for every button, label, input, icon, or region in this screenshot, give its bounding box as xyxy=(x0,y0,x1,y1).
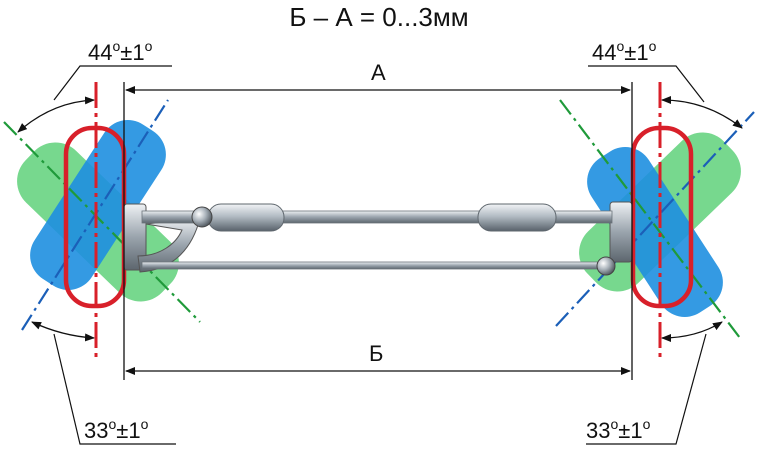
angle-arc-top-right xyxy=(661,96,743,129)
dimension-b-label: Б xyxy=(369,341,384,366)
angle-label-top-left: 44o±1o xyxy=(88,38,153,65)
right-blue-axis xyxy=(555,111,755,327)
drag-link xyxy=(141,261,609,270)
dimension-a-label: А xyxy=(371,60,386,85)
tie-rod-sleeve-right xyxy=(477,203,557,232)
ball-joint-left xyxy=(191,206,213,228)
leader-bottom-left xyxy=(53,333,176,445)
angle-arc-top-left xyxy=(17,96,95,133)
leader-bottom-right xyxy=(586,333,707,445)
angle-label-bottom-left: 33o±1o xyxy=(84,416,149,443)
tie-rod-sleeve-left xyxy=(207,203,285,232)
angle-label-top-right: 44o±1o xyxy=(592,38,657,65)
right-green-axis xyxy=(559,99,741,339)
angle-label-bottom-right: 33o±1o xyxy=(586,416,651,443)
angle-arc-bottom-left xyxy=(31,321,95,342)
angle-arc-bottom-right xyxy=(661,321,723,342)
leader-top-left xyxy=(53,65,172,101)
ball-joint-right xyxy=(596,256,616,276)
leader-top-right xyxy=(588,65,705,103)
left-green-axis xyxy=(3,121,201,323)
formula-label: Б – А = 0...3мм xyxy=(289,2,469,32)
right-knuckle xyxy=(609,201,633,263)
